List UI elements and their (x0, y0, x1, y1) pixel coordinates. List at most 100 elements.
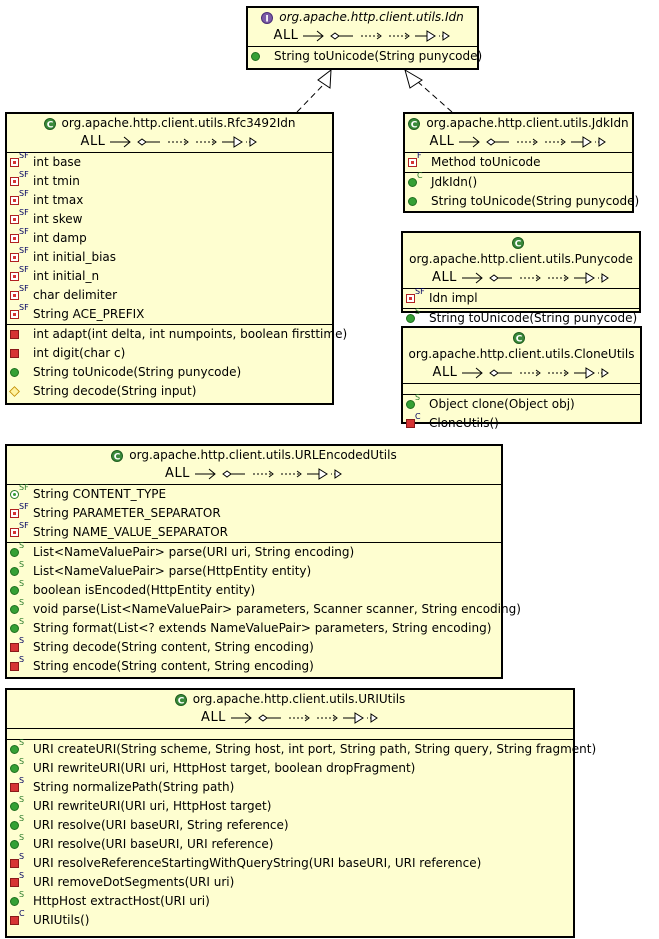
member-signature: URIUtils() (33, 913, 90, 927)
member-signature: void parse(List<NameValuePair> parameter… (33, 602, 521, 616)
public-method-icon (10, 586, 19, 595)
member-signature: String encode(String content, String enc… (33, 659, 314, 673)
filter-arrows-icon (461, 272, 609, 284)
visibility-filter[interactable]: ALL (248, 26, 477, 46)
private-method-icon (10, 662, 19, 671)
visibility-filter[interactable]: ALL (405, 132, 632, 152)
private-method-icon (10, 330, 19, 339)
member-row[interactable]: String decode(String input) (7, 382, 332, 401)
visibility-filter[interactable]: ALL (7, 132, 332, 152)
public-method-icon (408, 178, 417, 187)
member-signature: int initial_n (33, 269, 100, 283)
modifier-badge: S (19, 636, 25, 645)
member-signature: String toUnicode(String punycode) (431, 194, 640, 208)
member-signature: URI rewriteURI(URI uri, HttpHost target) (33, 799, 272, 813)
visibility-filter[interactable]: ALL (7, 464, 501, 484)
filter-label: ALL (432, 270, 457, 285)
modifier-badge: S (19, 579, 25, 588)
class-name: org.apache.http.client.utils.JdkIdn (426, 116, 629, 130)
member-signature: String format(List<? extends NameValuePa… (33, 621, 492, 635)
public-method-icon (10, 605, 19, 614)
member-row[interactable]: String toUnicode(String punycode) (7, 363, 332, 382)
private-field-icon (10, 310, 19, 319)
modifier-badge: S (19, 776, 25, 785)
filter-label: ALL (165, 466, 190, 481)
fields-section (7, 728, 573, 739)
member-signature: Idn impl (429, 291, 478, 305)
rfc-implements-idn-arrowhead (317, 68, 332, 89)
modifier-badge: C (417, 171, 423, 180)
visibility-filter[interactable]: ALL (403, 268, 639, 288)
public-method-icon (10, 802, 19, 811)
member-row[interactable]: String toUnicode(String punycode) (405, 192, 639, 211)
modifier-badge: SF (19, 208, 29, 217)
private-field-icon (10, 509, 19, 518)
class-icon: C (408, 117, 421, 130)
member-row[interactable]: int adapt(int delta, int numpoints, bool… (7, 325, 347, 344)
member-signature: int digit(char c) (33, 346, 126, 360)
filter-label: ALL (80, 134, 106, 149)
member-signature: String toUnicode(String punycode) (33, 365, 242, 379)
member-signature: int adapt(int delta, int numpoints, bool… (33, 327, 348, 341)
member-signature: int tmin (33, 174, 80, 188)
modifier-badge: S (19, 655, 25, 664)
member-row[interactable]: int digit(char c) (7, 344, 332, 363)
member-row[interactable]: S String encode(String content, String en… (7, 655, 501, 676)
private-method-icon (10, 783, 19, 792)
modifier-badge: SF (19, 521, 29, 530)
member-row[interactable]: S String format(List<? extends NameValueP… (7, 617, 501, 638)
visibility-filter[interactable]: ALL (7, 708, 573, 728)
visibility-filter[interactable]: ALL (403, 363, 640, 383)
member-signature: String decode(String input) (33, 384, 197, 398)
modifier-badge: S (19, 617, 25, 626)
methods-section: String toUnicode(String punycode) (248, 46, 482, 66)
interface-icon: I (261, 11, 274, 24)
modifier-badge: SF (19, 189, 29, 198)
modifier-badge: S (19, 852, 25, 861)
member-row[interactable]: String toUnicode(String punycode) (248, 47, 482, 66)
